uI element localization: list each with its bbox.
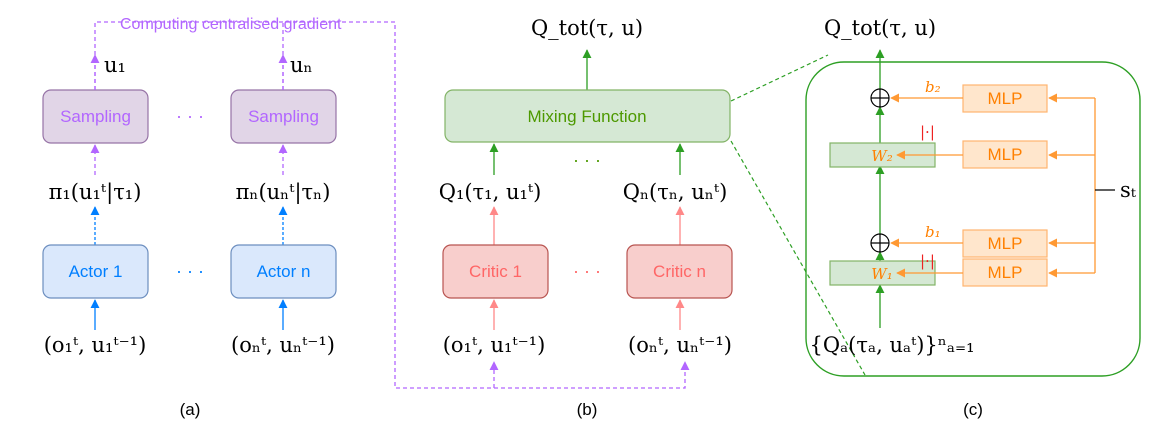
critic-box-1 bbox=[442, 244, 549, 299]
gradient-label: Computing centralised gradient bbox=[120, 16, 342, 33]
zoom-line-top bbox=[730, 54, 829, 102]
w1-label: W₁ bbox=[871, 265, 892, 283]
q-tot-label-c: Q_tot(τ, u) bbox=[824, 16, 936, 40]
q-1-label: Q₁(τ₁, u₁ᵗ) bbox=[439, 180, 542, 204]
panel-a: Computing centralised gradient u₁ uₙ Sam… bbox=[42, 16, 690, 419]
actor-1-label: Actor 1 bbox=[69, 262, 123, 281]
pi-n-label: πₙ(uₙᵗ|τₙ) bbox=[236, 180, 331, 205]
abs-1-label: |·| bbox=[920, 252, 935, 270]
actor-n-label: Actor n bbox=[257, 262, 311, 281]
mlp-box-3 bbox=[962, 229, 1048, 258]
mlp-3-label: MLP bbox=[988, 234, 1023, 253]
q-input-label: {Qₐ(τₐ, uₐᵗ)}ⁿₐ₌₁ bbox=[810, 333, 975, 357]
mixing-function-box bbox=[444, 89, 731, 143]
mlp-4-label: MLP bbox=[988, 263, 1023, 282]
mlp-box-2 bbox=[962, 140, 1048, 169]
actor-box-1 bbox=[42, 244, 149, 299]
un-label: uₙ bbox=[290, 53, 313, 77]
actor-dots: · · · bbox=[176, 261, 204, 281]
critic-box-n bbox=[626, 244, 733, 299]
critic-dots: · · · bbox=[573, 261, 601, 281]
zoom-line-bottom bbox=[730, 140, 866, 376]
obs-n-label-a: (oₙᵗ, uₙᵗ⁻¹) bbox=[231, 333, 335, 357]
q-n-label: Qₙ(τₙ, uₙᵗ) bbox=[623, 180, 728, 204]
obs-n-label-b: (oₙᵗ, uₙᵗ⁻¹) bbox=[628, 333, 732, 357]
obs-1-label-a: (o₁ᵗ, u₁ᵗ⁻¹) bbox=[44, 333, 147, 357]
pi-1-label: π₁(u₁ᵗ|τ₁) bbox=[49, 180, 142, 205]
critic-1-label: Critic 1 bbox=[469, 262, 522, 281]
caption-a: (a) bbox=[180, 400, 201, 419]
mlp-1-label: MLP bbox=[988, 89, 1023, 108]
obs-1-label-b: (o₁ᵗ, u₁ᵗ⁻¹) bbox=[443, 333, 546, 357]
mixing-dots: · · · bbox=[573, 150, 601, 170]
s-t-label: sₜ bbox=[1120, 178, 1137, 202]
mlp-2-label: MLP bbox=[988, 145, 1023, 164]
u1-label: u₁ bbox=[104, 53, 126, 77]
plus-circle-2 bbox=[870, 88, 890, 108]
b1-label: b₁ bbox=[925, 223, 941, 241]
panel-c: Q_tot(τ, u) W₂ W₁ MLP MLP MLP bbox=[805, 16, 1141, 419]
sampling-1-label: Sampling bbox=[60, 107, 131, 126]
q-tot-label-b: Q_tot(τ, u) bbox=[531, 16, 643, 40]
sampling-dots: · · · bbox=[176, 106, 204, 126]
plus-circle-1 bbox=[870, 233, 890, 253]
mixing-network-frame bbox=[805, 61, 1141, 377]
sampling-n-label: Sampling bbox=[248, 107, 319, 126]
mixing-function-label: Mixing Function bbox=[527, 107, 646, 126]
caption-b: (b) bbox=[577, 400, 598, 419]
actor-box-n bbox=[230, 244, 337, 299]
panel-b: Q_tot(τ, u) Mixing Function · · · Q₁(τ₁,… bbox=[439, 16, 866, 419]
abs-2-label: |·| bbox=[920, 123, 935, 141]
w2-label: W₂ bbox=[871, 147, 892, 165]
caption-c: (c) bbox=[963, 400, 983, 419]
critic-n-label: Critic n bbox=[653, 262, 706, 281]
b2-label: b₂ bbox=[925, 78, 941, 96]
gradient-path bbox=[94, 21, 690, 389]
